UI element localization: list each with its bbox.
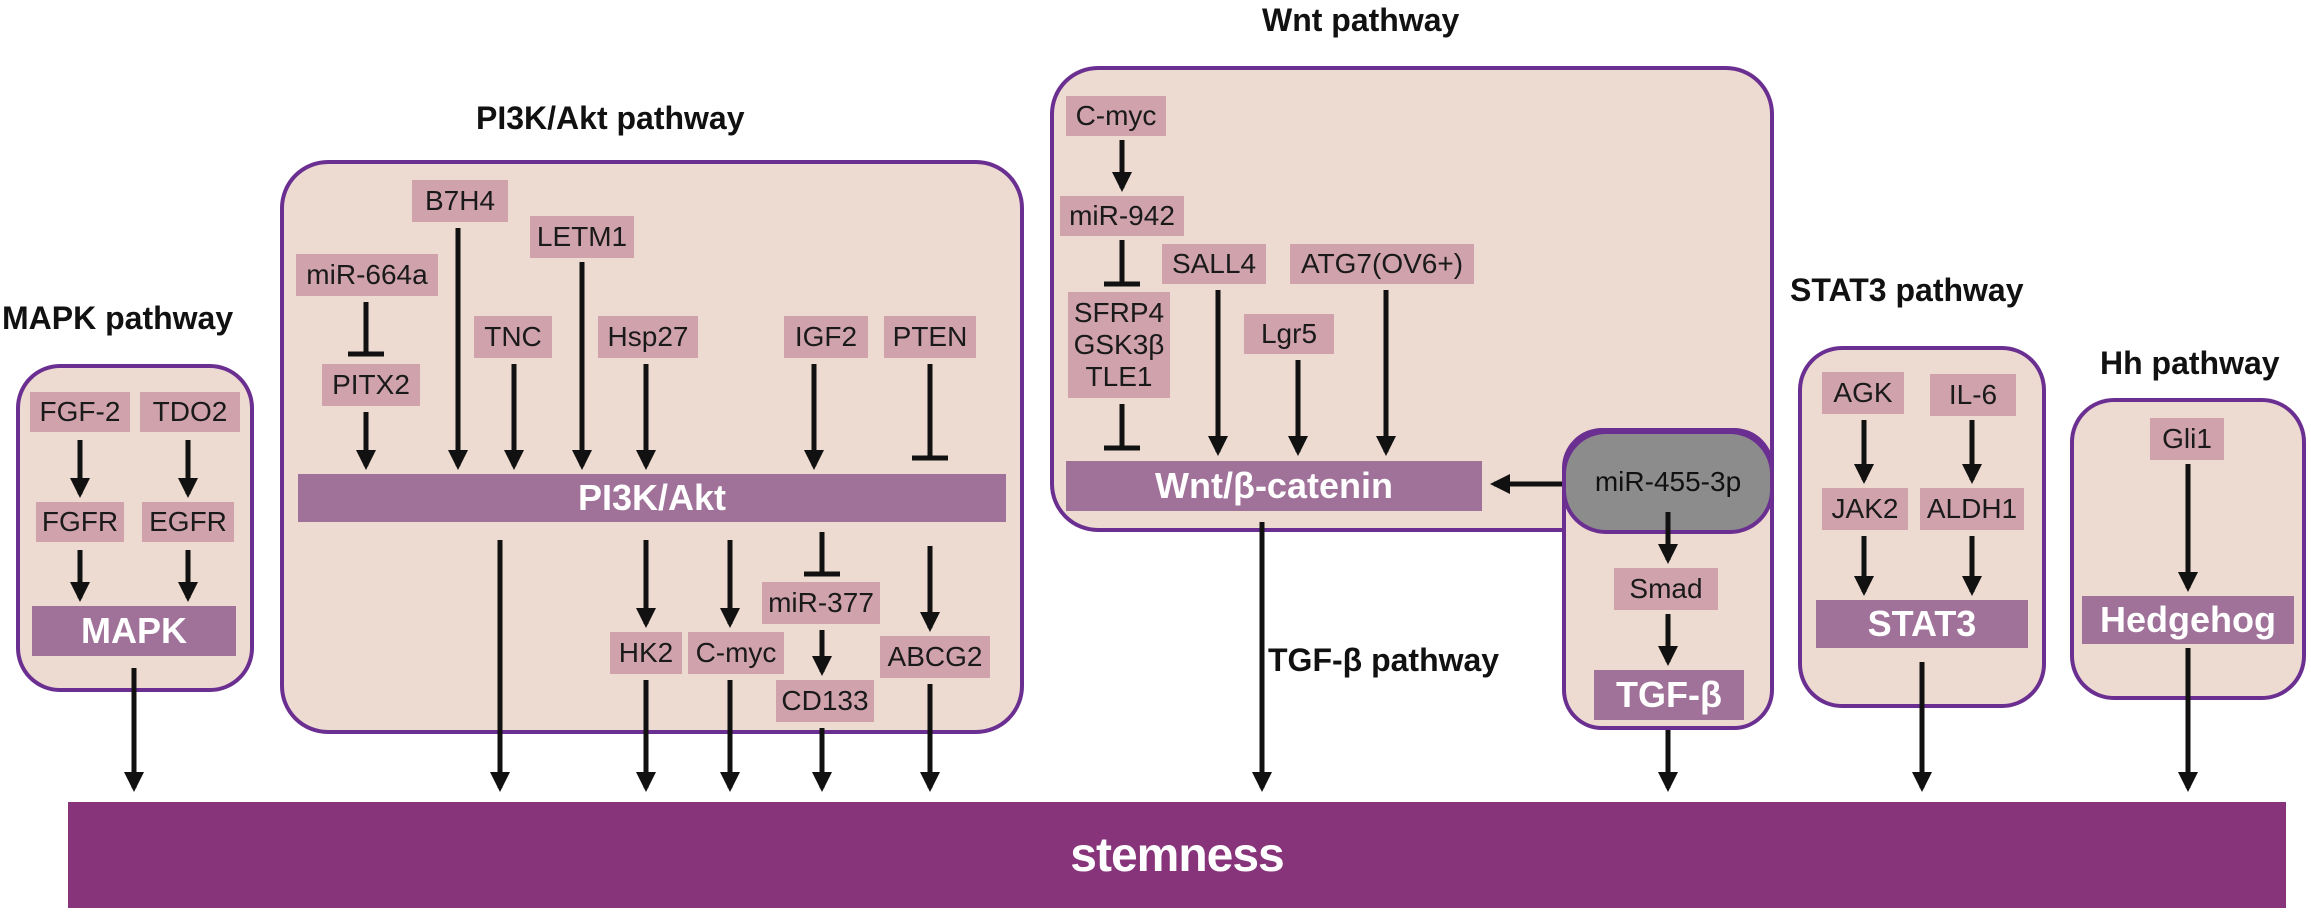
node-mir942: miR-942 <box>1060 196 1184 236</box>
bar-wnt-beta-catenin: Wnt/β-catenin <box>1066 461 1482 511</box>
node-tnc: TNC <box>474 316 552 358</box>
node-cd133: CD133 <box>776 680 874 722</box>
node-jak2: JAK2 <box>1822 488 1908 530</box>
node-lgr5: Lgr5 <box>1244 314 1334 354</box>
node-igf2: IGF2 <box>784 316 868 358</box>
node-mir664a: miR-664a <box>296 254 438 296</box>
bar-tgf-beta: TGF-β <box>1594 670 1744 720</box>
node-b7h4: B7H4 <box>412 180 508 222</box>
node-fgf2: FGF-2 <box>30 392 130 432</box>
node-gli1: Gli1 <box>2150 418 2224 460</box>
bar-hedgehog: Hedgehog <box>2082 596 2294 644</box>
node-mir377: miR-377 <box>762 582 880 624</box>
label-sfrp4: SFRP4 <box>1073 296 1165 328</box>
node-smad: Smad <box>1614 568 1718 610</box>
title-stat3: STAT3 pathway <box>1790 272 2024 308</box>
node-cmyc-wnt: C-myc <box>1066 96 1166 136</box>
node-hsp27: Hsp27 <box>598 316 698 358</box>
node-agk: AGK <box>1822 372 1904 414</box>
stemness-bar: stemness <box>68 802 2286 908</box>
node-aldh1: ALDH1 <box>1920 488 2024 530</box>
node-il6: IL-6 <box>1930 374 2016 416</box>
bar-stat3: STAT3 <box>1816 600 2028 648</box>
node-atg7: ATG7(OV6+) <box>1290 244 1474 284</box>
node-hk2: HK2 <box>610 632 682 674</box>
title-pi3k: PI3K/Akt pathway <box>476 100 745 136</box>
node-sfrp4-gsk3b-tle1: SFRP4 GSK3β TLE1 <box>1068 292 1170 398</box>
bar-pi3k-akt: PI3K/Akt <box>298 474 1006 522</box>
title-tgf: TGF-β pathway <box>1268 642 1500 678</box>
title-mapk: MAPK pathway <box>2 300 234 336</box>
node-pitx2: PITX2 <box>322 364 420 406</box>
oval-mir455-3p: miR-455-3p <box>1562 430 1774 534</box>
bar-mapk: MAPK <box>32 606 236 656</box>
node-egfr: EGFR <box>142 502 234 542</box>
node-tdo2: TDO2 <box>140 392 240 432</box>
title-hh: Hh pathway <box>2100 345 2280 381</box>
node-letm1: LETM1 <box>530 216 634 258</box>
title-wnt: Wnt pathway <box>1262 2 1460 38</box>
node-sall4: SALL4 <box>1162 244 1266 284</box>
node-cmyc-pi3k: C-myc <box>688 632 784 674</box>
node-fgfr: FGFR <box>36 502 124 542</box>
label-tle1: TLE1 <box>1085 361 1153 393</box>
label-gsk3b: GSK3β <box>1073 328 1165 360</box>
node-pten: PTEN <box>884 316 976 358</box>
node-abcg2: ABCG2 <box>880 636 990 678</box>
